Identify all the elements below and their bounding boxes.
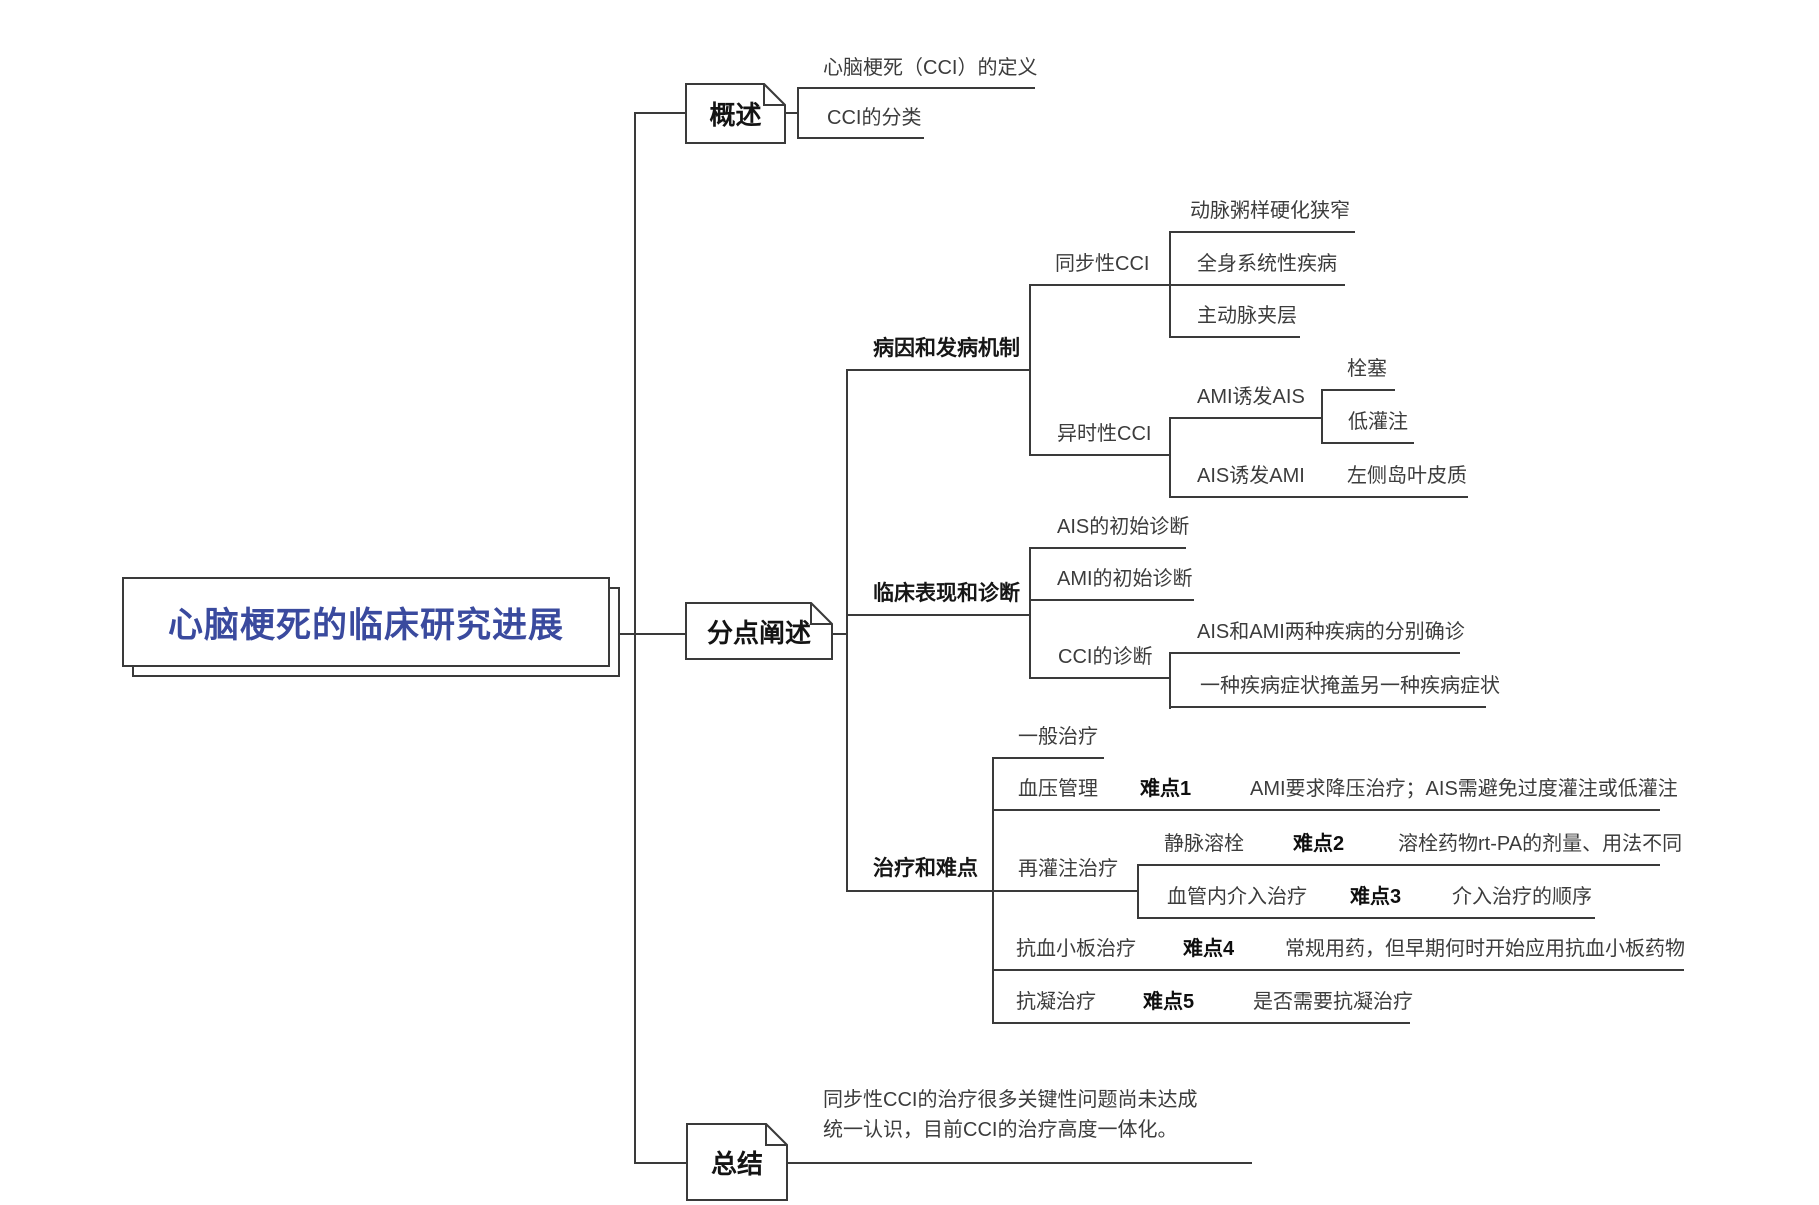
connector-line: [611, 633, 686, 635]
connector-line: [1029, 454, 1171, 456]
connector-line: [992, 757, 994, 1024]
connector-line: [1169, 706, 1486, 708]
connector-line: [1029, 677, 1170, 679]
connector-line: [832, 633, 847, 635]
difficulty-2-desc: 溶栓药物rt-PA的剂量、用法不同: [1398, 833, 1683, 855]
topic-meta-cci[interactable]: 异时性CCI: [1057, 423, 1152, 445]
topic-cci-definition[interactable]: 心脑梗死（CCI）的定义: [823, 57, 1038, 79]
difficulty-4-desc: 常规用药，但早期何时开始应用抗血小板药物: [1285, 938, 1685, 960]
difficulty-3-tag[interactable]: 难点3: [1350, 886, 1402, 908]
connector-line: [797, 137, 924, 139]
topic-antiplatelet[interactable]: 抗血小板治疗: [1016, 938, 1136, 960]
topic-reperfusion[interactable]: 再灌注治疗: [1018, 858, 1118, 880]
connector-line: [634, 1162, 687, 1164]
connector-line: [1169, 231, 1355, 233]
difficulty-2-tag[interactable]: 难点2: [1293, 833, 1345, 855]
connector-line: [1169, 231, 1171, 338]
topic-treatment[interactable]: 治疗和难点: [873, 857, 978, 880]
summary-note[interactable]: 同步性CCI的治疗很多关键性问题尚未达成统一认识，目前CCI的治疗高度一体化。: [823, 1089, 1198, 1141]
topic-anticoagulation[interactable]: 抗凝治疗: [1016, 991, 1096, 1013]
topic-endovascular[interactable]: 血管内介入治疗: [1167, 886, 1307, 908]
topic-etiology[interactable]: 病因和发病机制: [873, 337, 1020, 360]
connector-line: [846, 614, 1030, 616]
topic-symptom-masking[interactable]: 一种疾病症状掩盖另一种疾病症状: [1200, 675, 1500, 697]
connector-line: [992, 969, 1684, 971]
topic-ais-initial-diagnosis[interactable]: AIS的初始诊断: [1057, 516, 1190, 538]
difficulty-1-tag[interactable]: 难点1: [1140, 778, 1192, 800]
connector-line: [797, 87, 799, 139]
node-overview[interactable]: 概述: [685, 83, 786, 144]
connector-line: [1169, 336, 1300, 338]
difficulty-3-desc: 介入治疗的顺序: [1452, 886, 1592, 908]
connector-line: [1029, 547, 1031, 679]
connector-line: [634, 112, 685, 114]
connector-line: [992, 1022, 1410, 1024]
node-points-label: 分点阐述: [706, 618, 811, 648]
topic-sync-cci[interactable]: 同步性CCI: [1055, 253, 1150, 275]
topic-insular-cortex[interactable]: 左侧岛叶皮质: [1347, 465, 1467, 487]
topic-systemic-disease[interactable]: 全身系统性疾病: [1197, 253, 1337, 275]
connector-line: [1169, 652, 1171, 709]
connector-line: [1029, 599, 1194, 601]
root-node[interactable]: 心脑梗死的临床研究进展: [122, 577, 610, 667]
connector-line: [1321, 389, 1395, 391]
document-shape-icon: [686, 1123, 788, 1201]
node-summary[interactable]: 总结: [686, 1123, 788, 1202]
topic-cci-diagnosis[interactable]: CCI的诊断: [1058, 646, 1153, 668]
connector-line: [1029, 284, 1031, 456]
document-shape-icon: [685, 83, 786, 144]
connector-line: [785, 112, 799, 114]
document-shape-icon: [685, 602, 833, 660]
topic-ais-induced-ami[interactable]: AIS诱发AMI: [1197, 465, 1305, 487]
connector-line: [1137, 864, 1660, 866]
topic-bp-management[interactable]: 血压管理: [1018, 778, 1098, 800]
connector-line: [1029, 284, 1345, 286]
difficulty-5-desc: 是否需要抗凝治疗: [1253, 991, 1413, 1013]
topic-ami-induced-ais[interactable]: AMI诱发AIS: [1197, 386, 1305, 408]
connector-line: [1169, 652, 1460, 654]
connector-line: [1321, 389, 1323, 444]
connector-line: [787, 1162, 1252, 1164]
topic-embolism[interactable]: 栓塞: [1347, 358, 1387, 380]
topic-general-treatment[interactable]: 一般治疗: [1018, 726, 1098, 748]
topic-aortic-dissection[interactable]: 主动脉夹层: [1197, 305, 1297, 327]
node-summary-label: 总结: [710, 1149, 763, 1179]
connector-line: [846, 369, 848, 892]
difficulty-5-tag[interactable]: 难点5: [1143, 991, 1195, 1013]
topic-iv-thrombolysis[interactable]: 静脉溶栓: [1164, 833, 1244, 855]
connector-line: [1137, 864, 1139, 919]
node-overview-label: 概述: [709, 100, 762, 130]
connector-line: [992, 757, 1104, 759]
connector-line: [1169, 496, 1468, 498]
root-title: 心脑梗死的临床研究进展: [167, 605, 564, 645]
connector-line: [992, 809, 1660, 811]
topic-clinical[interactable]: 临床表现和诊断: [873, 582, 1020, 605]
connector-line: [797, 87, 1035, 89]
connector-line: [1137, 917, 1595, 919]
topic-separate-confirmation[interactable]: AIS和AMI两种疾病的分别确诊: [1197, 621, 1465, 643]
difficulty-4-tag[interactable]: 难点4: [1183, 938, 1235, 960]
topic-atherosclerosis[interactable]: 动脉粥样硬化狭窄: [1190, 200, 1350, 222]
topic-hypoperfusion[interactable]: 低灌注: [1348, 411, 1408, 433]
connector-line: [846, 369, 1030, 371]
difficulty-1-desc: AMI要求降压治疗；AIS需避免过度灌注或低灌注: [1250, 778, 1678, 800]
connector-line: [1169, 417, 1171, 498]
topic-cci-classification[interactable]: CCI的分类: [827, 107, 922, 129]
topic-ami-initial-diagnosis[interactable]: AMI的初始诊断: [1057, 568, 1193, 590]
connector-line: [1029, 547, 1186, 549]
connector-line: [1321, 442, 1414, 444]
connector-line: [1169, 417, 1323, 419]
node-points[interactable]: 分点阐述: [685, 602, 833, 661]
connector-line: [634, 112, 636, 1164]
